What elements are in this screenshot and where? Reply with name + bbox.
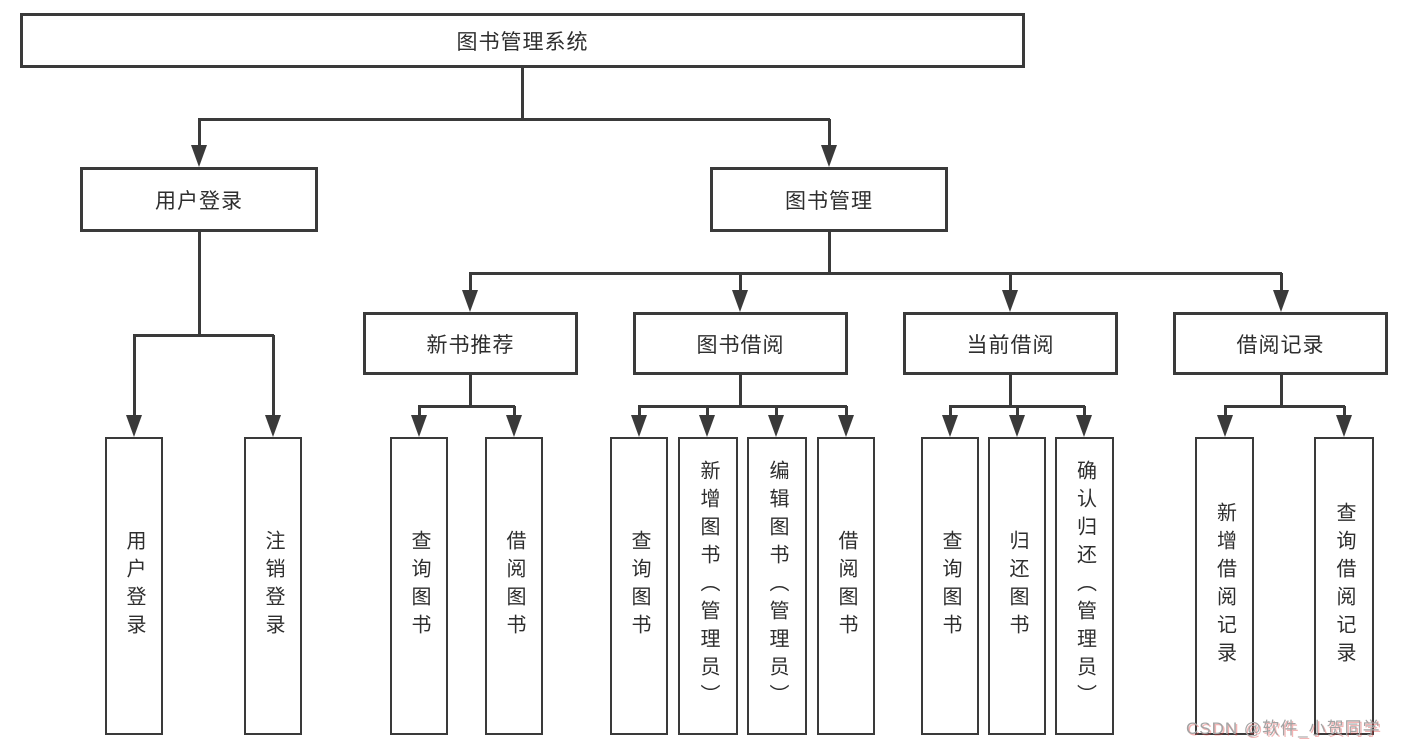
- connector-line: [845, 406, 848, 419]
- node-label: 查询图书: [939, 530, 961, 642]
- arrowhead-icon: [191, 145, 207, 167]
- arrowhead-icon: [631, 415, 647, 437]
- connector-line: [521, 68, 524, 121]
- arrowhead-icon: [699, 415, 715, 437]
- leaf-recommend-query-book: 查询图书: [390, 437, 448, 735]
- arrowhead-icon: [821, 145, 837, 167]
- node-book-management: 图书管理: [710, 167, 948, 232]
- connector-line: [469, 375, 472, 408]
- connector-line: [1224, 406, 1227, 419]
- connector-line: [828, 119, 831, 149]
- connector-line: [198, 118, 830, 121]
- connector-line: [133, 334, 274, 337]
- connector-line: [1280, 273, 1283, 294]
- node-current-borrow: 当前借阅: [903, 312, 1118, 375]
- arrowhead-icon: [506, 415, 522, 437]
- connector-line: [1280, 375, 1283, 408]
- node-borrow-records: 借阅记录: [1173, 312, 1388, 375]
- node-label: 新书推荐: [426, 333, 515, 357]
- watermark: CSDN @软件_小贺同学: [1186, 719, 1381, 738]
- arrowhead-icon: [838, 415, 854, 437]
- leaf-borrow-query-book: 查询图书: [610, 437, 668, 735]
- arrowhead-icon: [126, 415, 142, 437]
- arrowhead-icon: [1336, 415, 1352, 437]
- connector-line: [949, 406, 952, 419]
- connector-line: [272, 335, 275, 419]
- connector-line: [706, 406, 709, 419]
- leaf-current-query-book: 查询图书: [921, 437, 979, 735]
- connector-line: [1224, 405, 1345, 408]
- node-label: 图书管理: [785, 189, 873, 213]
- leaf-records-query-record: 查询借阅记录: [1314, 437, 1374, 735]
- connector-line: [739, 375, 742, 408]
- node-label: 归还图书: [1006, 530, 1028, 642]
- leaf-user-login: 用户登录: [105, 437, 163, 735]
- node-label: 查询图书: [408, 530, 430, 642]
- node-label: 借阅图书: [503, 530, 525, 642]
- leaf-logout: 注销登录: [244, 437, 302, 735]
- arrowhead-icon: [411, 415, 427, 437]
- connector-line: [418, 406, 421, 419]
- arrowhead-icon: [1273, 290, 1289, 312]
- connector-line: [469, 273, 472, 294]
- node-new-book-recommend: 新书推荐: [363, 312, 578, 375]
- arrowhead-icon: [462, 290, 478, 312]
- node-label: 借阅记录: [1236, 333, 1325, 357]
- node-book-borrow: 图书借阅: [633, 312, 848, 375]
- connector-line: [198, 119, 201, 149]
- node-label: 注销登录: [262, 530, 284, 642]
- node-label: 查询图书: [628, 530, 650, 642]
- connector-line: [198, 232, 201, 337]
- connector-line: [1083, 406, 1086, 419]
- leaf-recommend-borrow-book: 借阅图书: [485, 437, 543, 735]
- node-root: 图书管理系统: [20, 13, 1025, 68]
- connector-line: [739, 273, 742, 294]
- node-label: 借阅图书: [835, 530, 857, 642]
- connector-line: [513, 406, 516, 419]
- arrowhead-icon: [732, 290, 748, 312]
- node-label: 新增借阅记录: [1213, 502, 1236, 670]
- connector-line: [1009, 375, 1012, 408]
- arrowhead-icon: [768, 415, 784, 437]
- node-label: 查询借阅记录: [1333, 502, 1355, 670]
- connector-line: [638, 406, 641, 419]
- connector-line: [1343, 406, 1346, 419]
- node-label: 新增图书（管理员）: [697, 460, 719, 712]
- node-label: 用户登录: [123, 530, 145, 642]
- connector-line: [1009, 273, 1012, 294]
- arrowhead-icon: [1002, 290, 1018, 312]
- arrowhead-icon: [1009, 415, 1025, 437]
- node-label: 编辑图书（管理员）: [766, 460, 788, 712]
- connector-line: [775, 406, 778, 419]
- leaf-current-return-book: 归还图书: [988, 437, 1046, 735]
- leaf-records-add-record: 新增借阅记录: [1195, 437, 1254, 735]
- connector-line: [1016, 406, 1019, 419]
- leaf-borrow-edit-book-admin: 编辑图书（管理员）: [747, 437, 807, 735]
- node-label: 图书借阅: [696, 333, 785, 357]
- node-label: 图书管理系统: [456, 30, 589, 54]
- arrowhead-icon: [1076, 415, 1092, 437]
- connector-line: [469, 272, 1282, 275]
- node-label: 确认归还（管理员）: [1073, 460, 1096, 712]
- leaf-current-confirm-return-admin: 确认归还（管理员）: [1055, 437, 1114, 735]
- connector-line: [418, 405, 515, 408]
- node-label: 用户登录: [155, 189, 243, 213]
- connector-line: [638, 405, 847, 408]
- node-label: 当前借阅: [966, 333, 1055, 357]
- arrowhead-icon: [265, 415, 281, 437]
- connector-line: [828, 232, 831, 275]
- connector-line: [133, 335, 136, 419]
- node-user-login: 用户登录: [80, 167, 318, 232]
- leaf-borrow-borrow-book: 借阅图书: [817, 437, 875, 735]
- leaf-borrow-add-book-admin: 新增图书（管理员）: [678, 437, 738, 735]
- arrowhead-icon: [1217, 415, 1233, 437]
- arrowhead-icon: [942, 415, 958, 437]
